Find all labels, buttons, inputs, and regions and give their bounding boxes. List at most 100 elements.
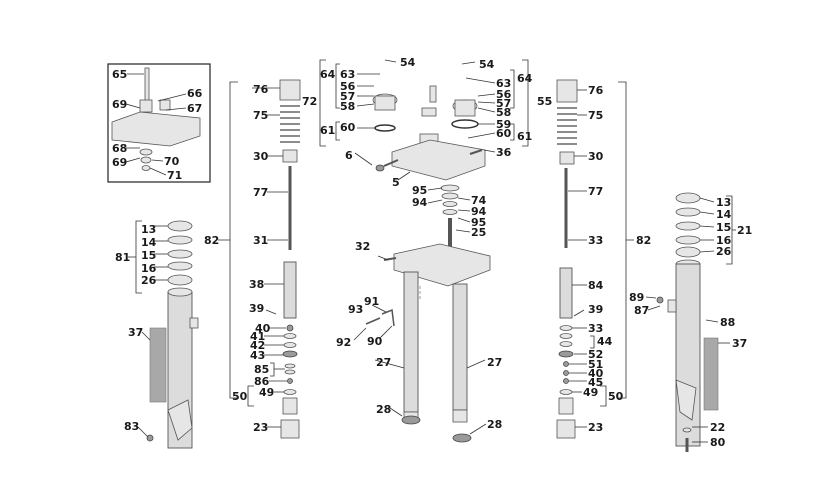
callout: 38 [249,278,264,291]
callout: 80 [710,436,726,449]
callout: 83 [124,420,139,433]
callout: 40 [255,322,271,335]
callout: 61 [517,130,532,143]
callout: 87 [634,304,649,317]
callout: 54 [479,58,495,71]
callout: 55 [537,95,552,108]
callout: 40 [588,367,604,380]
callout: 21 [737,224,752,237]
callout: 13 [141,223,156,236]
callout: 84 [588,279,604,292]
callout: 5 [392,176,400,189]
left-fork-leg [128,220,199,449]
callout: 89 [629,291,644,304]
callout: 31 [253,234,268,247]
callout: 14 [716,208,732,221]
callout: 13 [716,196,731,209]
callout: 70 [164,155,180,168]
callout: 63 [496,77,511,90]
callout: 64 [320,68,336,81]
callout: 22 [710,421,725,434]
callout: 15 [141,249,156,262]
inset-detail-box [107,63,211,183]
callout: 76 [253,83,269,96]
callout: 77 [253,186,268,199]
callout: 32 [355,240,370,253]
center-triple-clamp [319,59,529,443]
left-leg-decal [149,327,167,403]
callout: 65 [112,68,127,81]
callout: 39 [249,302,264,315]
callout: 68 [112,142,127,155]
callout: 23 [253,421,268,434]
callout: 75 [588,109,603,122]
callout: 57 [496,97,511,110]
callout: 82 [204,234,219,247]
callout: 75 [253,109,268,122]
callout: 67 [187,102,202,115]
callout: 94 [471,205,487,218]
callout: 85 [254,363,269,376]
callout: 74 [471,194,487,207]
callout: 86 [254,375,270,388]
right-leg-decal [703,337,719,411]
callout: 71 [167,169,182,182]
callout: 58 [496,106,511,119]
callout: 30 [253,150,269,163]
callout: 61 [320,124,335,137]
callout: 37 [128,326,143,339]
callout: 44 [597,335,613,348]
callout: 66 [187,87,203,100]
callout: 56 [496,88,512,101]
callout: 15 [716,221,731,234]
callout: 56 [340,80,356,93]
right-damper-column [556,79,634,439]
callout: 28 [487,418,502,431]
callout: 82 [636,234,651,247]
callout: 43 [250,349,265,362]
callout: 60 [340,121,356,134]
callout: 14 [141,236,157,249]
callout: 52 [588,348,603,361]
callout: 95 [412,184,427,197]
callout: 26 [716,245,732,258]
callout: 95 [471,216,486,229]
callout: 69 [112,156,127,169]
callout: 49 [583,386,598,399]
callout: 76 [588,84,604,97]
inset-clamp [111,111,201,147]
callout: 49 [259,386,274,399]
callout: 23 [588,421,603,434]
callout: 88 [720,316,735,329]
callout: 51 [588,358,603,371]
callout: 60 [496,127,512,140]
callout: 57 [340,90,355,103]
callout: 16 [141,262,157,275]
callout: 26 [141,274,157,287]
callout: 39 [588,303,603,316]
callout: 27 [376,356,391,369]
callout: 50 [608,390,624,403]
callout: 50 [232,390,248,403]
callout: 93 [348,303,363,316]
callout: 58 [340,100,355,113]
callout: 90 [367,335,383,348]
callout: 63 [340,68,355,81]
callout: 92 [336,336,351,349]
callout: 91 [364,295,379,308]
callout: 37 [732,337,747,350]
callout: 59 [496,118,511,131]
callout: 42 [250,339,265,352]
callout: 54 [400,56,416,69]
callout: 33 [588,234,603,247]
callout-labels: 65 66 67 69 68 69 70 71 76 75 30 77 31 8… [112,56,752,449]
callout: 94 [412,196,428,209]
callout: 33 [588,322,603,335]
callout: 77 [588,185,603,198]
callout: 30 [588,150,604,163]
left-damper-column [218,79,301,439]
callout: 45 [588,376,603,389]
callout: 81 [115,251,130,264]
